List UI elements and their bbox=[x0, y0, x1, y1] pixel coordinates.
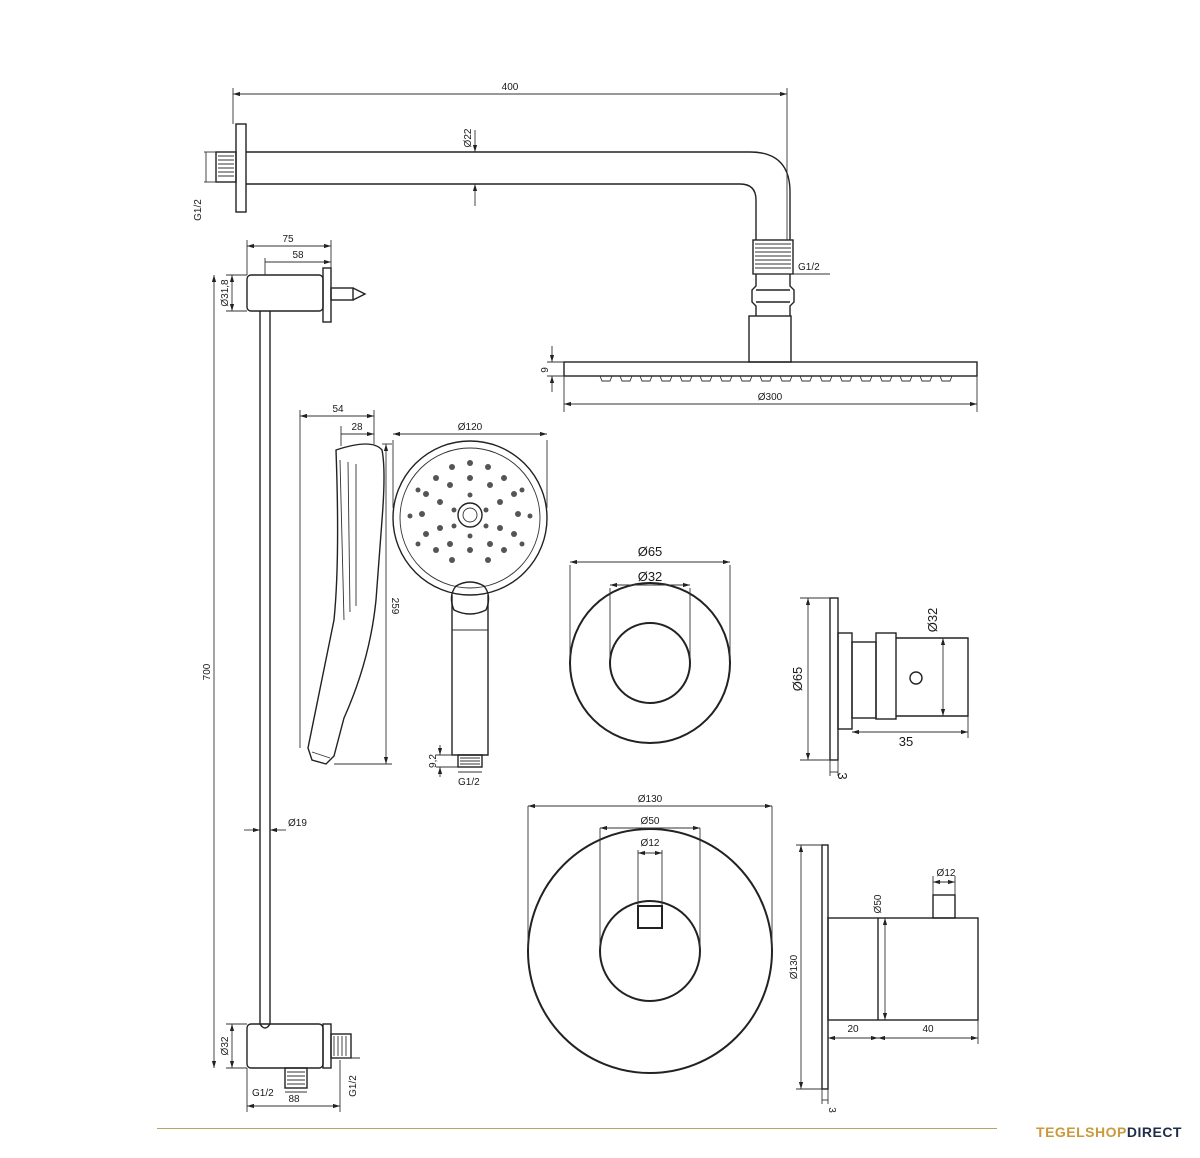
thermostat-front: Ø130 Ø50 Ø12 bbox=[527, 794, 773, 1074]
dim-stop-side-length: 35 bbox=[899, 734, 913, 749]
dim-stop-rosette: Ø65 bbox=[638, 544, 663, 559]
dim-rail-base-diameter: Ø32 bbox=[220, 1036, 231, 1055]
dim-thermo-rosette: Ø130 bbox=[638, 794, 663, 805]
dim-rail-diameter: Ø19 bbox=[288, 818, 307, 829]
dim-hand-thread: G1/2 bbox=[458, 777, 480, 788]
dim-head-thread: G1/2 bbox=[798, 262, 820, 273]
dim-stop-side-rosette: Ø65 bbox=[790, 667, 805, 692]
dim-head-diameter: Ø300 bbox=[758, 392, 783, 403]
dim-arm-length: 400 bbox=[502, 82, 519, 93]
brand-logo-part1: TEGELSHOP bbox=[1036, 1124, 1127, 1140]
shower-arm: 400 Ø22 G1/2 G1/2 9 Ø300 bbox=[193, 82, 978, 412]
dim-rail-holder-75: 75 bbox=[282, 234, 294, 245]
dim-rail-base-thread-left: G1/2 bbox=[252, 1088, 274, 1099]
dim-stop-body: Ø32 bbox=[638, 569, 663, 584]
head-nozzles bbox=[599, 375, 953, 382]
dim-thermo-knob: Ø12 bbox=[641, 838, 660, 849]
dim-rail-length: 700 bbox=[202, 663, 213, 680]
dim-stop-side-thickness: 3 bbox=[835, 772, 850, 779]
footer-rule bbox=[157, 1128, 997, 1129]
dim-thermo-side-body: Ø50 bbox=[873, 894, 884, 913]
dim-hand-head-diameter: Ø120 bbox=[458, 422, 483, 433]
dim-thermo-side-rosette: Ø130 bbox=[789, 954, 800, 979]
dim-rail-holder-58: 58 bbox=[292, 250, 304, 261]
dim-rail-holder-diameter: Ø31,8 bbox=[220, 279, 231, 307]
dim-head-thickness: 9 bbox=[540, 367, 551, 373]
hand-nozzles bbox=[407, 460, 533, 563]
dim-rail-base-thread-right: G1/2 bbox=[348, 1075, 359, 1097]
hand-shower-side: 54 28 259 bbox=[299, 404, 400, 765]
dim-hand-depth-28: 28 bbox=[351, 422, 363, 433]
brand-logo-part2: DIRECT bbox=[1126, 1124, 1182, 1140]
hand-shower-front: Ø120 9,2 G1/2 bbox=[392, 422, 548, 788]
dim-thermo-side-thickness: 3 bbox=[826, 1107, 837, 1113]
dim-arm-diameter: Ø22 bbox=[463, 128, 474, 147]
dim-stop-side-body: Ø32 bbox=[925, 608, 940, 633]
dim-hand-length: 259 bbox=[389, 598, 400, 615]
dim-hand-depth-54: 54 bbox=[332, 404, 344, 415]
stop-valve-side: Ø65 Ø32 35 3 bbox=[790, 597, 969, 780]
brand-logo: TEGELSHOPDIRECT bbox=[1036, 1124, 1182, 1140]
stop-valve-front: Ø65 Ø32 bbox=[569, 544, 731, 744]
dim-thermo-side-40: 40 bbox=[922, 1024, 934, 1035]
dim-arm-thread: G1/2 bbox=[193, 199, 204, 221]
slide-rail: 75 58 Ø31,8 700 Ø19 Ø32 G1/2 G1/2 88 bbox=[202, 234, 367, 1112]
dim-thermo-body: Ø50 bbox=[641, 816, 660, 827]
dim-thermo-side-knob: Ø12 bbox=[937, 868, 956, 879]
dim-rail-base-width: 88 bbox=[288, 1094, 300, 1105]
thermostat-side: Ø130 Ø50 Ø12 20 40 3 bbox=[789, 844, 979, 1113]
dim-thermo-side-20: 20 bbox=[847, 1024, 859, 1035]
dim-hand-thread-length: 9,2 bbox=[428, 754, 439, 768]
